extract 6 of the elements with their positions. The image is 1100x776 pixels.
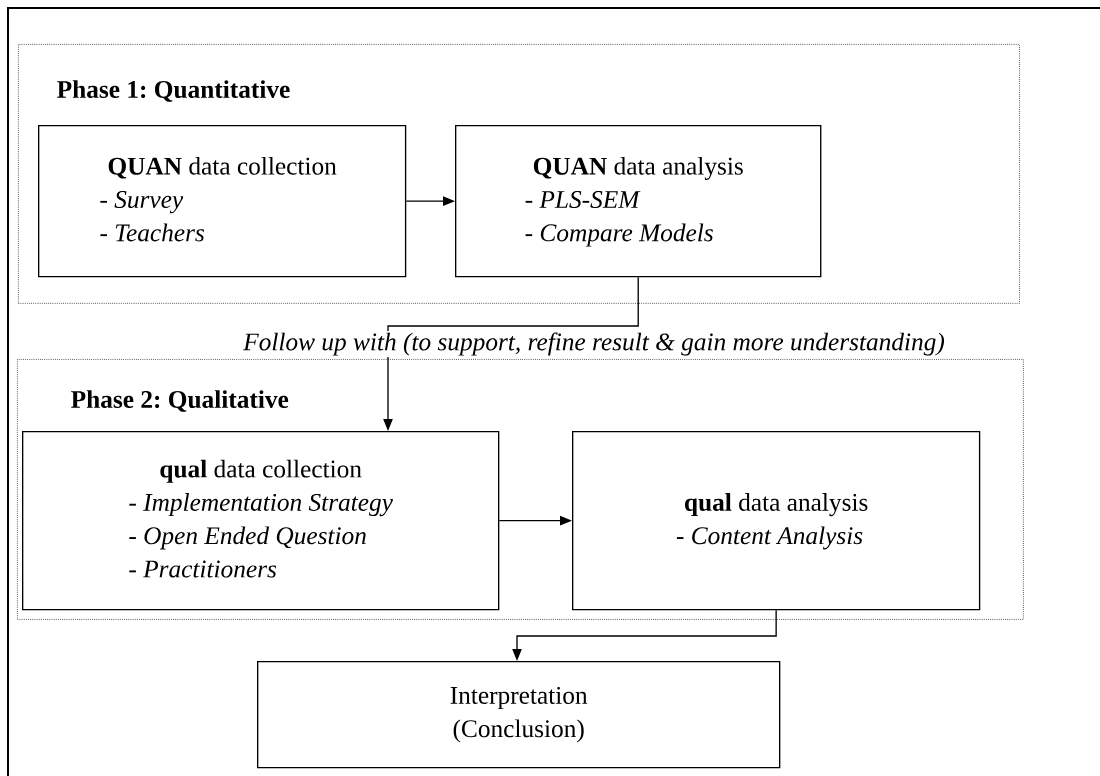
process-box: Interpretation (Conclusion)	[257, 661, 781, 769]
process-box: QUAN data analysis - PLS-SEM - Compare Models	[455, 125, 822, 278]
process-box: qual data collection - Implementation Strategy - Open Ended Question - Practitioners	[22, 431, 500, 611]
process-box: qual data analysis - Content Analysis	[572, 431, 981, 611]
process-box: QUAN data collection - Survey - Teachers	[38, 125, 407, 278]
edge-label: Follow up with (to support, refine result & gain more understanding)	[241, 331, 947, 357]
